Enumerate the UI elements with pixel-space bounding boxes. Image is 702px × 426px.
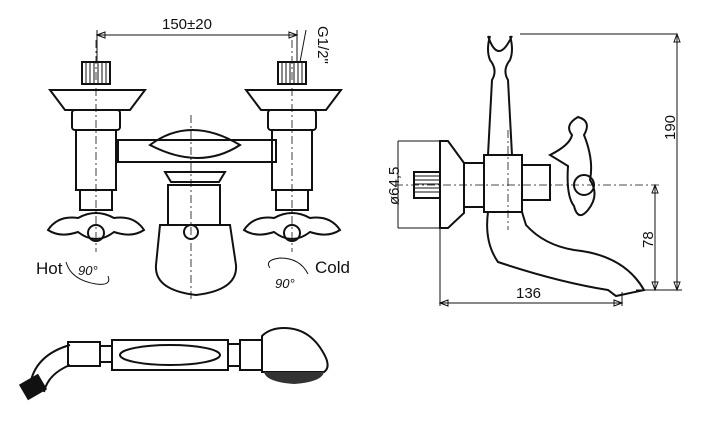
hot-label: Hot: [36, 259, 63, 278]
shower-holder: [487, 35, 513, 156]
hand-shower: [18, 326, 329, 401]
cold-valve: [242, 40, 343, 252]
spout-side: [486, 211, 646, 298]
cold-angle: 90°: [275, 276, 295, 291]
hot-valve: [46, 40, 147, 252]
hot-angle: 90°: [78, 263, 98, 278]
hot-rotation-arrow: [65, 261, 110, 285]
mixer-body: [483, 154, 523, 213]
spout-front: [154, 224, 238, 297]
width-dimension: 150±20: [162, 16, 212, 33]
hose-connector: [18, 373, 48, 401]
diameter-dimension: ø64,5: [386, 167, 403, 205]
side-view: ø64,5 190 78 136: [386, 32, 682, 307]
bridge-pipe: [117, 139, 277, 163]
depth-dimension: 136: [516, 285, 541, 302]
shower-handle: [111, 339, 229, 371]
diverter-body: [167, 184, 221, 226]
wall-flange: [439, 140, 465, 229]
cross-handle: [547, 115, 596, 217]
front-view: 150±20 G1/2": [36, 16, 350, 300]
thread-dimension: G1/2": [314, 26, 331, 64]
cold-rotation-arrow: [267, 257, 309, 275]
shower-head-face: [264, 372, 324, 384]
height-dimension: 190: [662, 115, 679, 140]
bridge-boss: [148, 129, 242, 159]
shower-head: [261, 326, 329, 373]
spout-height-dimension: 78: [640, 231, 657, 248]
cold-label: Cold: [315, 258, 350, 277]
